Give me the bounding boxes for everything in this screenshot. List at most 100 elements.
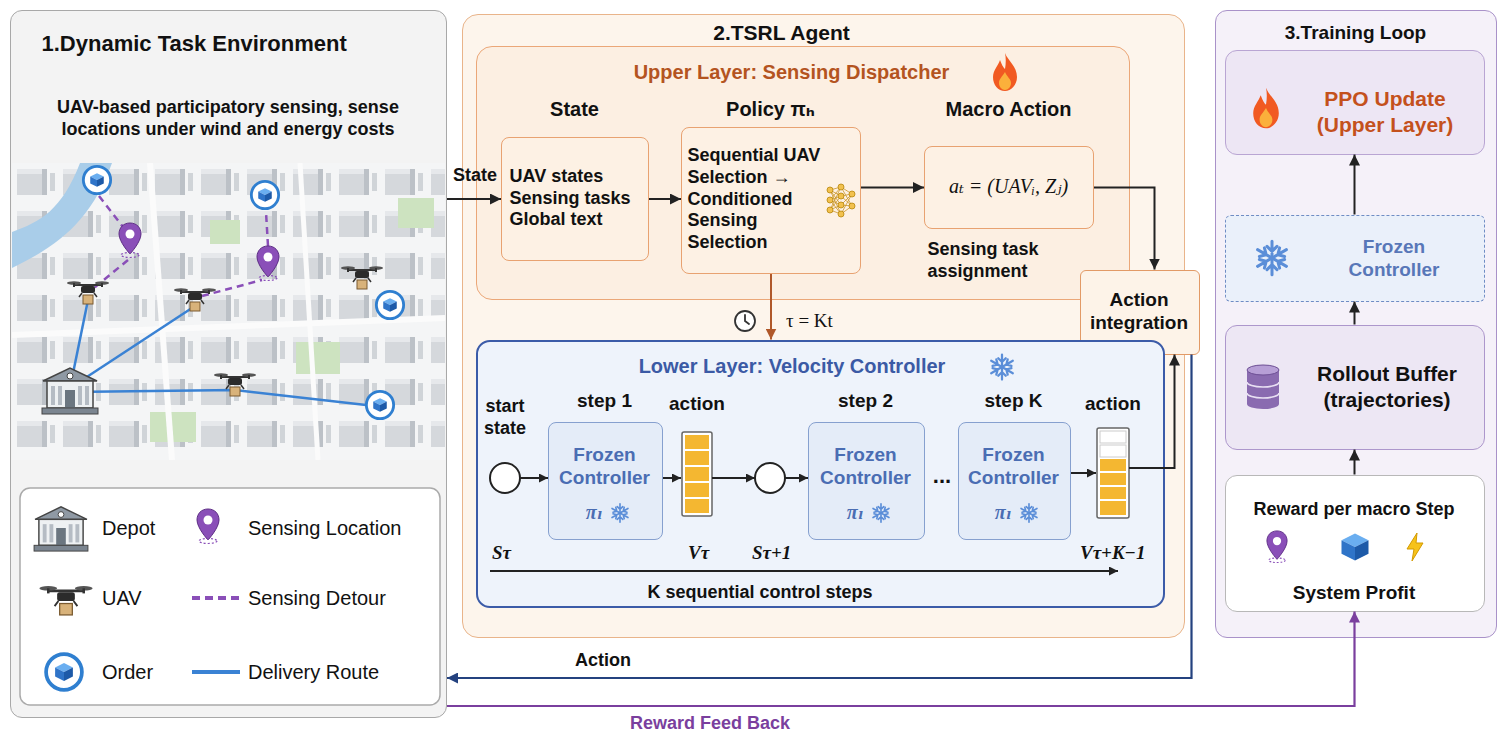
controller-box-text: step K xyxy=(952,389,1075,412)
controller-chain-part xyxy=(1100,459,1126,471)
controller-box-text-holder: step 2 xyxy=(802,389,929,412)
dispatcher-layer: Upper Layer: Sensing DispatcherStateUAV … xyxy=(476,46,1130,300)
city-map-part xyxy=(257,246,279,281)
controller-box-text: Frozen Controller xyxy=(811,443,920,489)
controller-box-text-holder: step 1 xyxy=(542,389,667,412)
city-map-part xyxy=(150,412,196,442)
city-map-part xyxy=(12,163,445,460)
rollout-box-text-holder: Rollout Buffer (trajectories) xyxy=(1296,361,1478,412)
controller-box-text: πₗ xyxy=(974,500,1012,524)
city-map-part xyxy=(174,288,216,311)
annotation-label: ... xyxy=(928,463,956,490)
annotation-label-holder: action xyxy=(1081,392,1145,415)
sensing-detour-part xyxy=(99,196,127,232)
flow-arrow xyxy=(447,355,1192,679)
city-map-part xyxy=(366,391,393,418)
dispatcher-layer-text-holder: Upper Layer: Sensing Dispatcher xyxy=(599,60,984,84)
city-map-part xyxy=(398,198,434,228)
annotation-label-holder: Sτ xyxy=(492,541,532,564)
controller-box-text: step 2 xyxy=(802,389,929,412)
reward-box-text-holder: Reward per macro Step xyxy=(1229,499,1479,521)
legend-label-holder: UAV xyxy=(102,586,187,610)
dispatcher-icons xyxy=(735,53,1017,331)
legend-label: Order xyxy=(102,660,187,684)
city-map-part xyxy=(251,181,278,208)
city-map-part xyxy=(12,163,112,268)
legend-label: Delivery Route xyxy=(248,660,433,684)
controller-chain-part xyxy=(1100,473,1126,485)
legend-label-holder: Order xyxy=(102,660,187,684)
annotation-label-holder: Vτ xyxy=(688,541,728,564)
city-map-part xyxy=(12,318,445,335)
controller-box: step KFrozen Controllerπₗ xyxy=(958,422,1071,540)
integration-box-text-holder: Action integration xyxy=(1083,288,1195,334)
controller-chain-part xyxy=(755,463,785,493)
controller-chain-part xyxy=(663,477,681,479)
city-map-part xyxy=(210,220,240,244)
controller-layer-text: Lower Layer: Velocity Controller xyxy=(600,354,985,378)
city-map-part xyxy=(42,368,98,414)
icon-space xyxy=(822,167,856,213)
city-map-part xyxy=(83,166,110,193)
policy-box-text: Sequential UAV Selection → Conditioned S… xyxy=(688,145,856,255)
controller-chain-part xyxy=(1100,501,1126,515)
flow-arrow xyxy=(861,187,924,189)
flow-arrow xyxy=(1354,450,1356,475)
legend-frame-part xyxy=(192,670,240,674)
edge-label-holder: State xyxy=(449,165,501,187)
controller-chain-part xyxy=(520,477,548,479)
dispatcher-icons-part xyxy=(993,53,1017,91)
annotation-label: Sτ+1 xyxy=(752,541,812,564)
state-box-text: UAV states Sensing tasks Global text xyxy=(510,166,644,232)
legend-label: Sensing Location xyxy=(248,516,433,540)
edge-label-holder: τ = Kt xyxy=(786,309,866,332)
macro-action-box-text-holder: Sensing task assignment xyxy=(928,239,1103,283)
reward-box-text-holder: System Profit xyxy=(1229,581,1479,604)
controller-chain-part xyxy=(785,477,808,479)
controller-chain-part xyxy=(611,504,630,522)
legend-label: UAV xyxy=(102,586,187,610)
legend-frame-part xyxy=(20,488,440,705)
ppo-box: PPO Update (Upper Layer) xyxy=(1225,50,1485,155)
policy-box: Policy πₕSequential UAV Selection → Cond… xyxy=(681,127,861,274)
annotation-label: Sτ xyxy=(492,541,532,564)
controller-chain-part xyxy=(490,570,1118,572)
controller-box-text-holder: Frozen Controller xyxy=(961,443,1066,489)
city-map-part xyxy=(150,163,172,460)
delivery-route xyxy=(70,300,366,405)
controller-box-text: πₗ xyxy=(565,500,603,524)
annotation-label: start state xyxy=(476,396,534,440)
edge-label: Reward Feed Back xyxy=(560,713,860,735)
macro-action-box-text-holder: aₜ = (UAVᵢ, Zⱼ) xyxy=(928,174,1090,198)
city-map-part xyxy=(376,291,403,318)
controller-chain-part xyxy=(1020,504,1039,522)
flow-arrow xyxy=(1094,188,1155,270)
city-map-part xyxy=(300,163,318,460)
controller-box-text: Frozen Controller xyxy=(551,443,658,489)
state-box-text-holder: State xyxy=(491,97,659,121)
state-box-text-holder: UAV states Sensing tasks Global text xyxy=(510,166,644,232)
annotation-label-holder: Sτ+1 xyxy=(752,541,812,564)
controller-chain-part xyxy=(490,463,520,493)
training-panel-text: 3.Training Loop xyxy=(1215,21,1497,44)
training-icons-part xyxy=(1407,533,1423,561)
controller-chain-part xyxy=(1071,472,1096,474)
annotation-label-holder: Vτ+K−1 xyxy=(1080,541,1160,564)
city-map-part xyxy=(341,266,383,289)
controller-chain-part xyxy=(1100,431,1126,443)
legend-frame-part xyxy=(34,507,88,551)
environment-panel-text-holder: 1.Dynamic Task Environment xyxy=(42,31,437,58)
dispatcher-layer-text: Upper Layer: Sensing Dispatcher xyxy=(599,60,984,84)
flow-arrow xyxy=(770,274,772,340)
training-icons-part xyxy=(1253,88,1279,129)
annotation-label: action xyxy=(1081,392,1145,415)
controller-chain-part xyxy=(685,467,709,481)
training-icons-part xyxy=(1267,531,1287,563)
city-map-part xyxy=(119,223,141,258)
city-map xyxy=(12,163,445,460)
sensing-detour-part xyxy=(266,212,268,246)
controller-chain-part xyxy=(685,483,709,497)
controller-chain-part xyxy=(1129,467,1165,469)
flow-arrow xyxy=(447,198,501,200)
